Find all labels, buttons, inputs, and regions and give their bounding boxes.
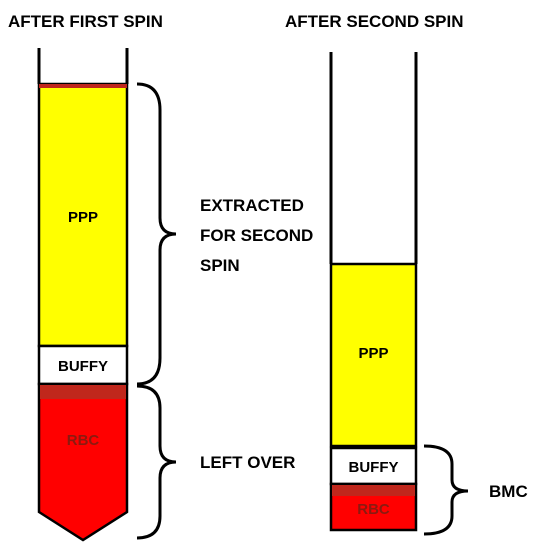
tube1-ppp-top-edge [39, 84, 127, 88]
tube1-title: AFTER FIRST SPIN [8, 12, 163, 31]
tube1-rbc-top-band [40, 385, 126, 399]
tube1-ppp-label: PPP [68, 209, 98, 226]
tube2-rbc-top-band [332, 485, 415, 496]
tube1-upper-bracket-label-line1: EXTRACTED [200, 196, 304, 215]
tube1-upper-bracket-label-line2: FOR SECOND [200, 226, 313, 245]
tube1-upper-bracket [136, 82, 177, 386]
tube1-rbc-label: RBC [67, 432, 100, 449]
tube1-rbc-layer [37, 382, 129, 542]
tube1: PPP BUFFY RBC EXTRACTED FOR SECOND SPIN … [37, 48, 313, 542]
tube1-lower-bracket [136, 384, 177, 540]
tube2-ppp-layer [329, 262, 418, 448]
tube2: PPP BUFFY RBC BMC [329, 52, 528, 536]
tube2-title: AFTER SECOND SPIN [285, 12, 464, 31]
tube1-ppp-layer [37, 82, 129, 348]
tube2-rbc-label: RBC [357, 501, 390, 518]
tube2-bmc-bracket [423, 444, 469, 536]
tube1-upper-bracket-label-line3: SPIN [200, 256, 240, 275]
tube1-lower-bracket-label: LEFT OVER [200, 453, 295, 472]
tube2-ppp-label: PPP [358, 345, 388, 362]
tube1-buffy-layer [37, 344, 129, 386]
tube2-bmc-label: BMC [489, 482, 528, 501]
tube2-buffy-label: BUFFY [349, 459, 399, 476]
tube1-buffy-label: BUFFY [58, 358, 108, 375]
